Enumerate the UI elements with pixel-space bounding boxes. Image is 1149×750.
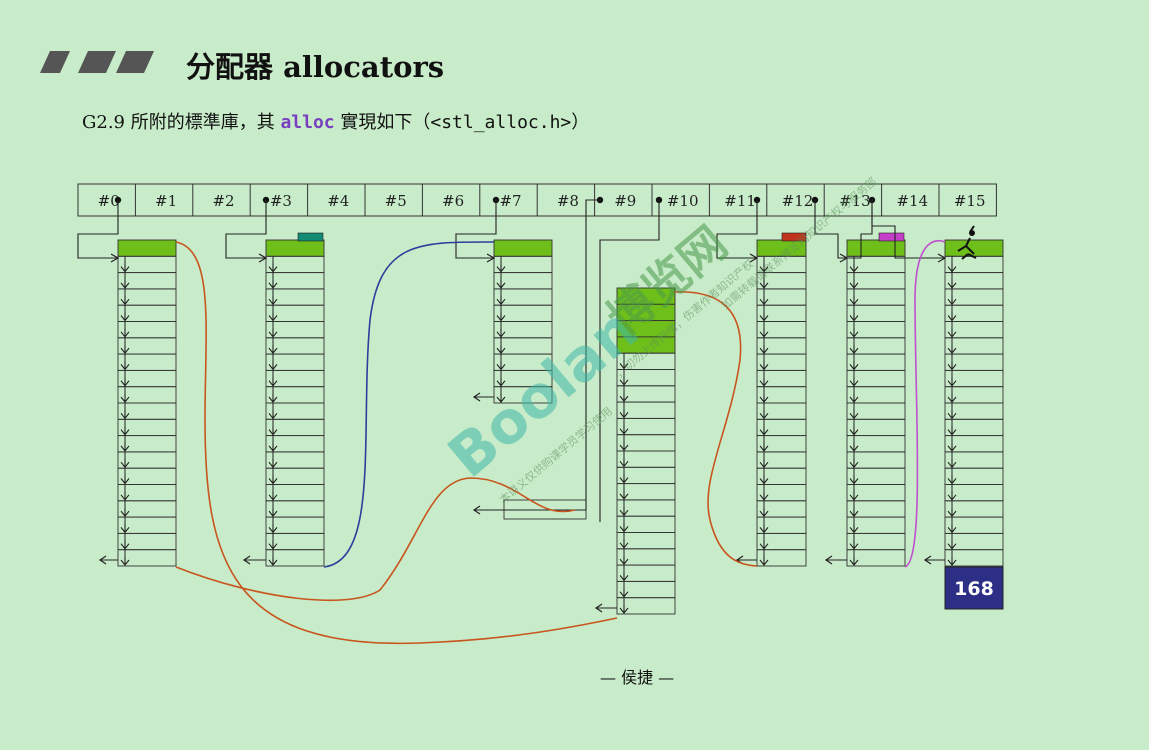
null-terminator-arrow <box>472 392 481 402</box>
slot-label-9: #9 <box>614 192 636 210</box>
watermark: Boolan博览网本讲义仅供购课学员学习使用，切勿上传网络，伤害作者知识产权如需… <box>435 174 879 506</box>
pool-link-2 <box>674 291 758 567</box>
pool-link-3 <box>323 241 495 568</box>
null-terminator-arrow <box>98 555 107 565</box>
null-terminator-arrow <box>594 603 603 613</box>
null-terminator-arrow <box>923 555 932 565</box>
pointer-0-line <box>77 200 119 259</box>
slot-label-0: #0 <box>98 192 120 210</box>
slot-label-4: #4 <box>327 192 349 210</box>
null-terminator-arrow <box>824 555 833 565</box>
pointer-3-line <box>225 200 267 259</box>
pointer-11-line <box>716 200 758 259</box>
slot-label-5: #5 <box>385 192 407 210</box>
chunk-column-15-row <box>944 549 1004 567</box>
heading-bar-0 <box>40 51 70 73</box>
pool-link-1 <box>175 477 576 602</box>
subtitle: G2.9 所附的標準庫，其 alloc 實現如下（<stl_alloc.h>） <box>82 108 589 134</box>
chunk-column-3-row <box>265 239 325 257</box>
chunk-column-13-row <box>846 549 906 567</box>
subtitle-suffix: ） <box>571 112 590 133</box>
stick-figure-head <box>969 230 975 236</box>
size-badge-label: 168 <box>954 578 994 600</box>
pointer-0-arrow <box>110 253 120 263</box>
chunk-column-0-row <box>117 549 177 567</box>
slot-label-8: #8 <box>557 192 579 210</box>
null-terminator-arrow <box>242 555 251 565</box>
slot-label-7: #7 <box>499 192 521 210</box>
subtitle-keyword: alloc <box>280 112 335 133</box>
subtitle-middle: 實現如下（ <box>334 112 431 133</box>
pointer-3-arrow <box>258 253 268 263</box>
stick-figure-icon <box>957 225 977 260</box>
footer-author: — 侯捷 — <box>600 668 675 687</box>
magenta-marker <box>878 232 905 242</box>
slot-label-13: #13 <box>839 192 871 210</box>
slot-label-14: #14 <box>896 192 928 210</box>
slot-label-3: #3 <box>270 192 292 210</box>
red-marker <box>781 232 807 242</box>
subtitle-prefix: G2.9 所附的標準庫，其 <box>82 112 281 133</box>
page-title: 分配器 allocators <box>186 50 445 84</box>
heading-bar-1 <box>78 51 116 73</box>
slot-label-12: #12 <box>782 192 814 210</box>
pool-link-4 <box>904 239 946 568</box>
pointer-7-arrow <box>486 253 496 263</box>
pointer-8-line <box>504 199 600 511</box>
pointer-14-arrow <box>937 253 947 263</box>
heading-bar-2 <box>116 51 154 73</box>
null-terminator-arrow <box>472 505 481 515</box>
teal-marker <box>297 232 324 242</box>
slot-label-15: #15 <box>954 192 986 210</box>
pointer-7-line <box>455 200 497 259</box>
chunk-column-7-row <box>493 239 553 257</box>
pointer-14-line <box>871 200 945 259</box>
chunk-column-9-row <box>616 597 676 615</box>
slot-label-11: #11 <box>724 192 756 210</box>
pointer-11-arrow <box>749 253 759 263</box>
chunk-column-13-row <box>846 239 906 257</box>
chunk-column-3-row <box>265 549 325 567</box>
slot-label-1: #1 <box>155 192 177 210</box>
size-badge <box>944 566 1004 610</box>
chunk-column-0-row <box>117 239 177 257</box>
slot-label-2: #2 <box>212 192 234 210</box>
pointer-12-line <box>814 200 847 259</box>
chunk-column-7-row <box>493 386 553 404</box>
pool-link-0 <box>175 241 618 645</box>
chunk-column-11-row <box>756 549 807 567</box>
subtitle-file: <stl_alloc.h> <box>430 112 572 133</box>
pointer-10-line <box>599 200 660 522</box>
slot-label-6: #6 <box>442 192 464 210</box>
slot-label-10: #10 <box>667 192 699 210</box>
